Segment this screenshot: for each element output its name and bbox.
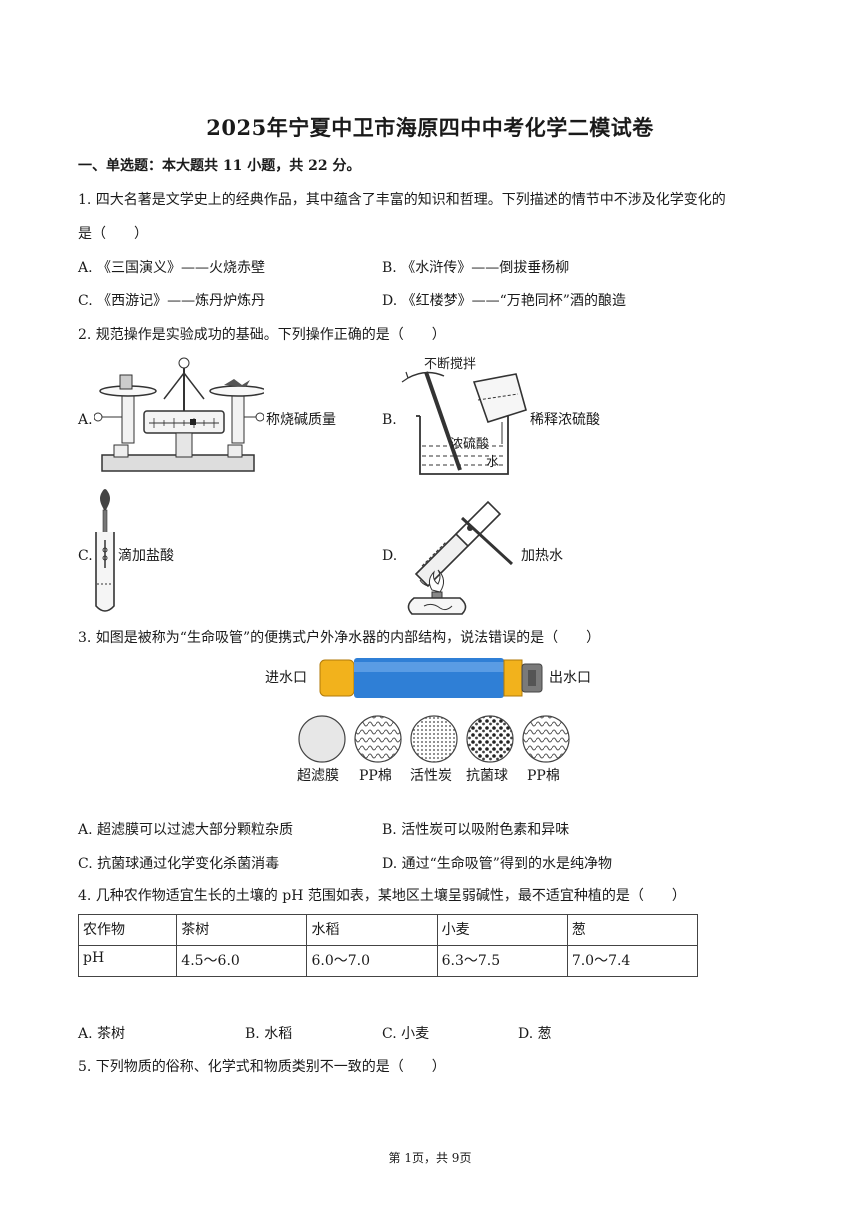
table-row: pH 4.5～6.0 6.0～7.0 6.3～7.5 7.0～7.4 <box>77 945 699 977</box>
q5-stem: 5. 下列物质的俗称、化学式和物质类别不一致的是（ ） <box>78 1059 446 1075</box>
water-note: 水 <box>486 455 499 470</box>
q4-option-b: B. 水稻 <box>245 1026 293 1042</box>
ph-table: 农作物 茶树 水稻 小麦 葱 pH 4.5～6.0 6.0～7.0 6.3～7.… <box>77 914 699 977</box>
inlet-label: 进水口 <box>265 670 307 686</box>
filter-layers-figure <box>298 715 570 763</box>
table-cell: 葱 <box>566 914 699 946</box>
q2-option-b-label: 稀释浓硫酸 <box>530 412 600 428</box>
layer-label-4: 抗菌球 <box>466 768 508 784</box>
table-header-row: 农作物 茶树 水稻 小麦 葱 <box>77 914 699 946</box>
q3-option-d: D. 通过“生命吸管”得到的水是纯净物 <box>382 856 612 872</box>
q2-stem: 2. 规范操作是实验成功的基础。下列操作正确的是（ ） <box>78 327 446 343</box>
q1-option-c: C. 《西游记》——炼丹炉炼丹 <box>78 293 266 309</box>
table-cell: pH <box>77 945 178 977</box>
table-cell: 4.5～6.0 <box>176 945 308 977</box>
table-cell: 茶树 <box>176 914 308 946</box>
layer-label-2: PP棉 <box>359 768 392 784</box>
q2-option-a-letter: A. <box>78 412 93 428</box>
q1-stem-line2: 是（ ） <box>78 226 148 242</box>
q3-option-c: C. 抗菌球通过化学变化杀菌消毒 <box>78 856 280 872</box>
acid-note: 浓硫酸 <box>450 437 489 452</box>
life-straw-figure <box>319 658 543 698</box>
table-cell: 7.0～7.4 <box>566 945 699 977</box>
q3-option-a: A. 超滤膜可以过滤大部分颗粒杂质 <box>78 822 294 838</box>
balance-scale-figure <box>94 357 264 472</box>
table-cell: 水稻 <box>306 914 438 946</box>
dropper-testtube-figure <box>95 489 115 612</box>
q2-option-d-letter: D. <box>382 548 398 564</box>
layer-label-1: 超滤膜 <box>297 768 339 784</box>
layer-label-3: 活性炭 <box>410 768 452 784</box>
q4-option-d: D. 葱 <box>518 1026 552 1042</box>
layer-activated-carbon-icon <box>410 715 458 763</box>
stir-note: 不断搅拌 <box>424 356 476 372</box>
layer-antibacterial-icon <box>466 715 514 763</box>
q2-option-a-label: 称烧碱质量 <box>266 412 336 428</box>
layer-pp-cotton-icon <box>354 715 402 763</box>
heating-testtube-figure <box>407 500 514 615</box>
page-title: 2025年宁夏中卫市海原四中中考化学二模试卷 <box>206 115 654 140</box>
layer-ultrafiltration-icon <box>298 715 346 763</box>
outlet-label: 出水口 <box>549 670 591 686</box>
page-footer: 第 1页，共 9页 <box>388 1151 472 1165</box>
table-cell: 农作物 <box>77 914 178 946</box>
q1-stem-line1: 1. 四大名著是文学史上的经典作品，其中蕴含了丰富的知识和哲理。下列描述的情节中… <box>78 192 726 208</box>
table-cell: 小麦 <box>436 914 568 946</box>
q4-stem: 4. 几种农作物适宜生长的土壤的 pH 范围如表，某地区土壤呈弱碱性，最不适宜种… <box>78 888 686 904</box>
section-heading: 一、单选题：本大题共 11 小题，共 22 分。 <box>78 158 361 174</box>
q1-option-d: D. 《红楼梦》——“万艳同杯”酒的酿造 <box>382 293 626 309</box>
layer-label-5: PP棉 <box>527 768 560 784</box>
q2-option-c-letter: C. <box>78 548 93 564</box>
table-cell: 6.3～7.5 <box>436 945 568 977</box>
q2-option-d-label: 加热水 <box>521 548 563 564</box>
q3-stem: 3. 如图是被称为“生命吸管”的便携式户外净水器的内部结构，说法错误的是（ ） <box>78 630 601 646</box>
q3-option-b: B. 活性炭可以吸附色素和异味 <box>382 822 570 838</box>
q2-option-c-label: 滴加盐酸 <box>118 548 174 564</box>
q2-option-b-letter: B. <box>382 412 397 428</box>
q4-option-c: C. 小麦 <box>382 1026 430 1042</box>
dilute-acid-figure: 不断搅拌 浓硫酸 水 <box>401 356 527 475</box>
q1-option-a: A. 《三国演义》——火烧赤壁 <box>78 260 266 276</box>
table-cell: 6.0～7.0 <box>306 945 438 977</box>
q4-option-a: A. 茶树 <box>78 1026 126 1042</box>
q1-option-b: B. 《水浒传》——倒拔垂杨柳 <box>382 260 570 276</box>
layer-pp-cotton-2-icon <box>522 715 570 763</box>
